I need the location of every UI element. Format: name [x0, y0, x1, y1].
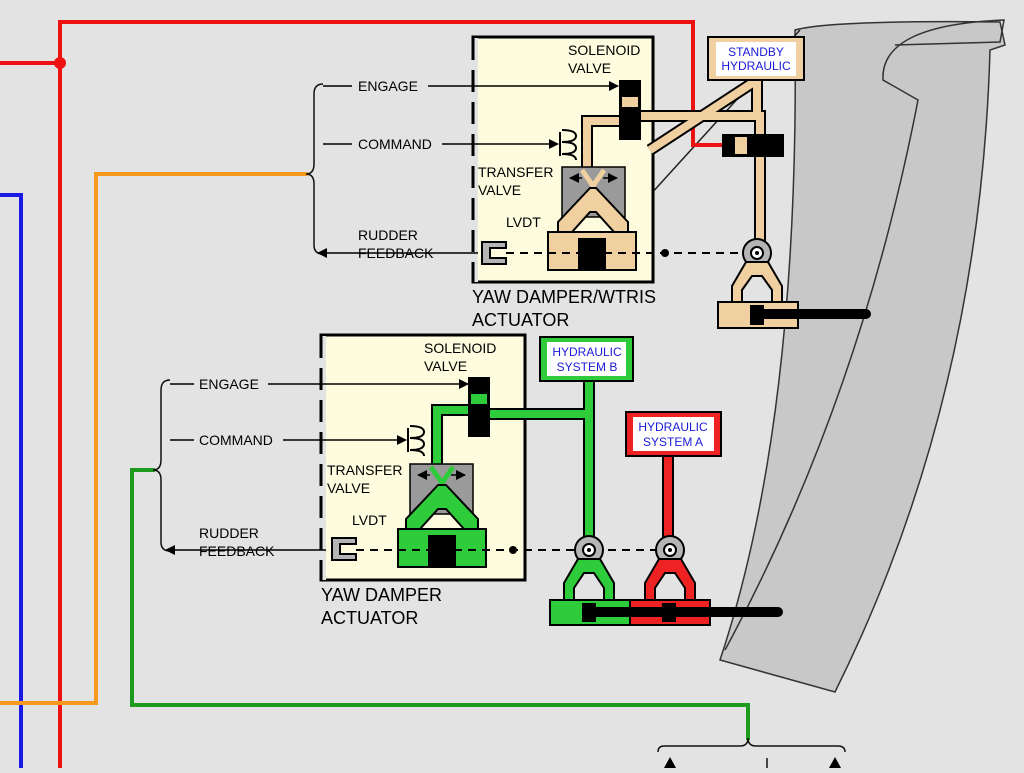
hydraulic-b-line1: HYDRAULIC: [552, 345, 622, 359]
lower-rudder-label: RUDDER: [199, 525, 259, 541]
standby-line1: STANDBY: [728, 45, 784, 59]
bottom-bracket: [657, 737, 846, 768]
standby-line2: HYDRAULIC: [721, 59, 791, 73]
lower-rudder-pivot-b: [574, 535, 604, 565]
lower-rudder-pivot-a: [655, 535, 685, 565]
green-signal-line: [130, 468, 750, 740]
upper-transfer-valve-label: VALVE: [478, 182, 521, 198]
upper-solenoid-valve: [619, 80, 641, 140]
upper-actuator-title-2: ACTUATOR: [472, 310, 569, 330]
lower-lvdt-label: LVDT: [352, 512, 387, 528]
bottom-arrow-right: [829, 757, 841, 768]
upper-command-label: COMMAND: [358, 136, 432, 152]
bottom-arrow-left: [664, 757, 676, 768]
upper-rudder-pivot: [742, 238, 772, 268]
lower-command-label: COMMAND: [199, 432, 273, 448]
lower-engage-label: ENGAGE: [199, 376, 259, 392]
upper-rudder-label: RUDDER: [358, 227, 418, 243]
red-signal-line: [0, 20, 722, 768]
upper-command-coil: [559, 129, 578, 161]
red-junction-dot: [54, 57, 66, 69]
lower-lvdt-sensor: [331, 537, 357, 561]
lower-transfer-label: TRANSFER: [327, 462, 402, 478]
upper-lvdt-sensor: [481, 241, 507, 265]
standby-valve-block: [722, 134, 784, 157]
lower-solenoid-label: SOLENOID: [424, 340, 496, 356]
upper-input-bracket: [305, 83, 324, 255]
upper-actuator-title-1: YAW DAMPER/WTRIS: [472, 287, 656, 307]
lower-transfer-valve-label: VALVE: [327, 480, 370, 496]
blue-signal-line: [0, 193, 23, 768]
lower-hydraulic-fill: [433, 376, 672, 540]
lower-cylinder: [397, 484, 487, 568]
hydraulic-a-line1: HYDRAULIC: [638, 420, 708, 434]
lower-input-bracket: [152, 379, 171, 552]
upper-lvdt-label: LVDT: [506, 214, 541, 230]
lower-solenoid-valve: [468, 377, 490, 437]
hydraulic-b-line2: SYSTEM B: [557, 360, 618, 374]
orange-signal-line: [0, 172, 308, 705]
lower-box-left-dashes: [316, 336, 326, 580]
rudder-tab: [724, 19, 1005, 651]
lower-actuator-title-2: ACTUATOR: [321, 608, 418, 628]
rudder-surface: [719, 20, 1006, 693]
lower-rudder-yoke-b: [563, 558, 615, 601]
lower-actuator-title-1: YAW DAMPER: [321, 585, 442, 605]
upper-engage-label: ENGAGE: [358, 78, 418, 94]
upper-rudder-yoke: [731, 261, 783, 303]
upper-solenoid-valve-label: VALVE: [568, 60, 611, 76]
upper-box-left-dashes: [468, 38, 478, 282]
upper-hydraulic-fill: [583, 76, 764, 250]
upper-cylinder: [547, 187, 637, 271]
lower-solenoid-valve-label: VALVE: [424, 358, 467, 374]
lower-feedback-label: FEEDBACK: [199, 543, 275, 559]
lower-rudder-yoke-a: [644, 558, 696, 601]
hydraulic-a-line2: SYSTEM A: [643, 435, 703, 449]
upper-transfer-label: TRANSFER: [478, 164, 553, 180]
upper-solenoid-label: SOLENOID: [568, 42, 640, 58]
lower-command-coil: [407, 425, 426, 457]
